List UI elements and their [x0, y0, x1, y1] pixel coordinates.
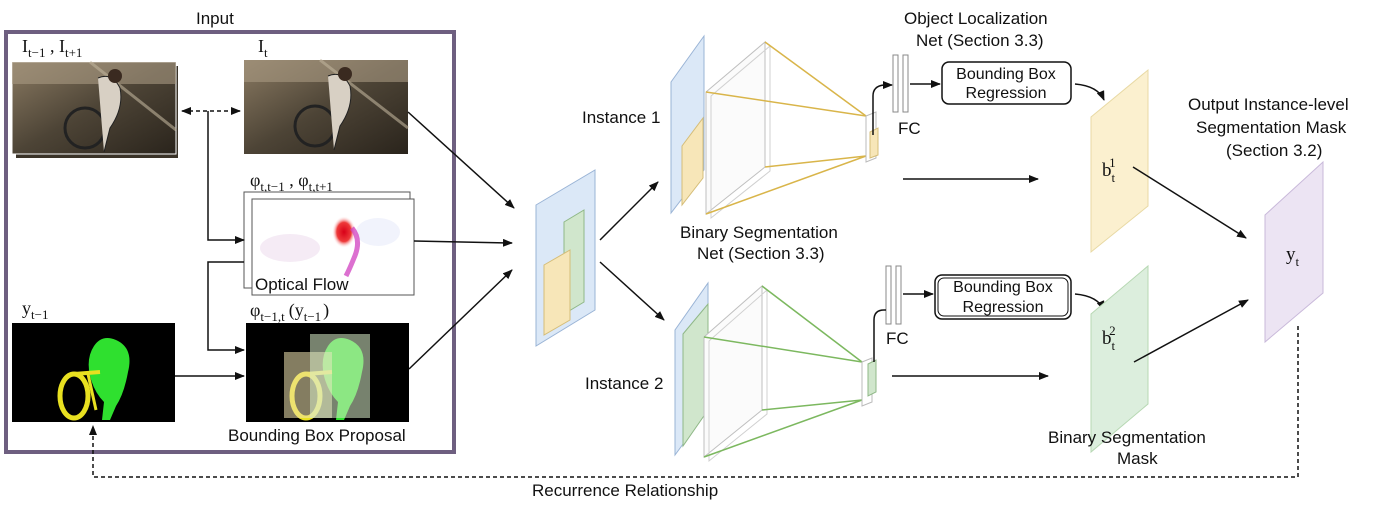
input-connectors [175, 111, 245, 380]
final-caption-line2: Segmentation Mask [1196, 118, 1347, 137]
warped-mask-label: φt−1,t(yt−1) [250, 300, 329, 324]
instance2-projection-lines [703, 285, 863, 458]
recurrence-label: Recurrence Relationship [532, 481, 718, 500]
recurrence-arrow [89, 326, 1299, 478]
merge-arrows [1132, 166, 1249, 363]
binary-mask-caption-line2: Mask [1117, 449, 1158, 468]
loc-net-label-line1: Object Localization [904, 9, 1048, 28]
instance1-bbox-regression [941, 61, 1072, 105]
optical-flow-caption: Optical Flow [255, 275, 349, 294]
binary-mask-caption-line1: Binary Segmentation [1048, 428, 1206, 447]
branch-arrows [599, 181, 665, 321]
instance1-label: Instance 1 [582, 108, 660, 127]
instance2-bbox-regression-line1: Bounding Box [953, 279, 1053, 296]
seg-net-label-line1: Binary Segmentation [680, 223, 838, 242]
neighbor-frames-image [11, 60, 178, 158]
bbox-proposal-image [246, 323, 409, 422]
bbox-proposal-caption: Bounding Box Proposal [228, 426, 406, 445]
instance1-bbox-regression-line1: Bounding Box [956, 66, 1056, 83]
shared-feature-map [535, 169, 596, 347]
current-frame-label: It [258, 36, 268, 60]
final-caption-line3: (Section 3.2) [1226, 141, 1322, 160]
binary-mask-1: bt1 [1090, 68, 1149, 254]
instance1-branch: Instance 1 FC Bounding Box Regression [582, 34, 1105, 220]
proposal-box-green [310, 334, 370, 418]
final-output-label: yt [1286, 244, 1300, 269]
mask2-label: bt2 [1102, 323, 1116, 353]
current-frame-image [244, 58, 409, 154]
prev-mask-image [12, 323, 175, 422]
instance1-fc-label: FC [898, 119, 921, 138]
loc-net-label-line2: Net (Section 3.3) [916, 31, 1044, 50]
instance2-fc-label: FC [886, 329, 909, 348]
instance2-conv-plane-a [703, 284, 763, 459]
instance2-fc-layers [885, 265, 902, 325]
instance1-fc-layers [892, 54, 909, 113]
input-to-feature-arrows [407, 111, 515, 370]
mask1-label: bt1 [1102, 155, 1116, 185]
instance2-bbox-regression [934, 274, 1072, 320]
optical-flow-image [243, 191, 415, 296]
seg-net-label-line2: Net (Section 3.3) [697, 244, 825, 263]
instance1-roi [681, 116, 704, 207]
instance1-bbox-regression-line2: Regression [966, 85, 1047, 102]
final-output-mask: yt [1264, 160, 1324, 344]
prev-mask-label: yt−1 [22, 298, 48, 322]
final-caption-line1: Output Instance-level [1188, 95, 1349, 114]
instance2-branch: Instance 2 FC Bounding Box Regression [585, 265, 1105, 463]
instance1-conv-plane-a [705, 40, 766, 216]
input-panel: Input It−1 , It+1 It φt,t−1 , φ [4, 9, 456, 454]
neighbor-frames-label: It−1 , It+1 [22, 36, 82, 60]
binary-mask-2: bt2 [1090, 264, 1149, 454]
flow-label: φt,t−1 , φt,t+1 [250, 170, 333, 194]
instance2-label: Instance 2 [585, 374, 663, 393]
instance1-projection-lines [705, 41, 867, 215]
instance2-bbox-regression-line2: Regression [963, 299, 1044, 316]
input-title: Input [196, 9, 234, 28]
